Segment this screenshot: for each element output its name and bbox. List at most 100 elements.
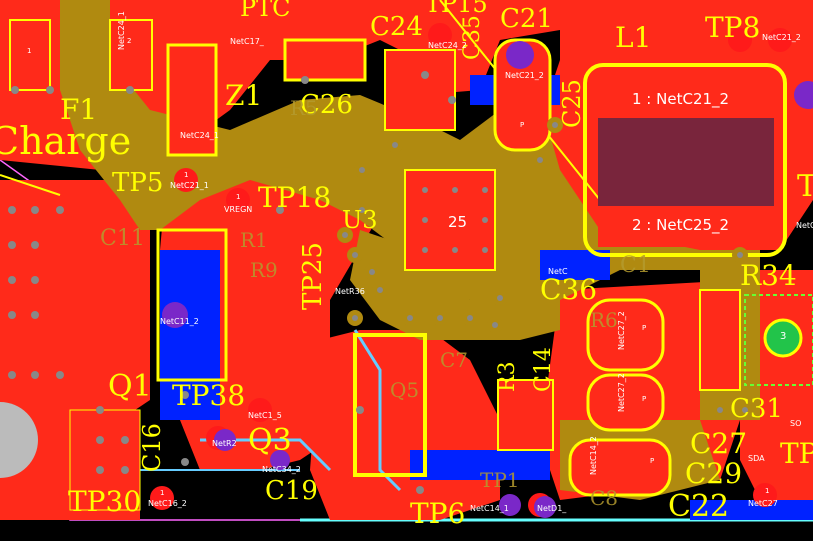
net-label-netd1: NetD1_ (537, 504, 567, 513)
net-label-netc24-1-left: NetC24_1 (117, 11, 126, 50)
designator-c14: C14 (531, 347, 556, 392)
polygon-pour-main (60, 0, 700, 310)
purple-via-dots (162, 41, 813, 518)
designator-tp6: TP6 (410, 497, 466, 530)
c27-cap-a (586, 298, 665, 372)
pad-c24-left (9, 19, 51, 91)
l1-outline (583, 63, 787, 257)
designator-l1: L1 (615, 21, 652, 54)
designator-tp25: TP25 (298, 242, 328, 310)
bottom-silk-3: Q5 (390, 378, 420, 402)
designator-charge: Charge (0, 119, 132, 163)
bottom-silk-10: TP1 (480, 468, 520, 492)
r34-body (699, 289, 741, 391)
pad-number-vregn: 1 (236, 193, 241, 201)
designator-q3: Q3 (248, 423, 292, 458)
bottom-silk-9: C8 (590, 486, 619, 510)
designator-r3: R3 (495, 361, 520, 392)
designator-z1: Z1 (225, 79, 263, 112)
green-test-pad (763, 318, 803, 358)
net-label-netc27-2-a: NetC27_2 (617, 311, 626, 350)
designator-c26: C26 (300, 90, 353, 120)
net-label-netc14-1: NetC14_1 (470, 504, 509, 513)
net-label-netc21-1: NetC21_1 (170, 181, 209, 190)
tp5-body (156, 228, 228, 382)
pad-number-c27-b: P (642, 395, 647, 403)
copper-region-left (0, 180, 150, 420)
designator-c36: C36 (540, 273, 598, 306)
copper-region-center-bottom (310, 330, 500, 520)
net-label-netr36: NetR36 (335, 287, 365, 296)
designator-q1: Q1 (108, 369, 152, 404)
c14-body (353, 333, 427, 477)
copper-region-top-middle (160, 0, 560, 150)
c21-body (493, 38, 552, 152)
net-label-netr2: NetR2 (212, 439, 237, 448)
net-label-netc24-1-z1: NetC24_1 (180, 131, 219, 140)
c35-body (384, 49, 456, 131)
green-region-outline (744, 294, 813, 386)
net-label-netc21-2-cap: NetC21_2 (505, 71, 544, 80)
bottom-silk-1: C11 (100, 226, 145, 251)
net-label-netc5: NetC5 (796, 221, 813, 230)
designator-f1: F1 (60, 93, 98, 126)
designator-c25: C25 (558, 79, 586, 128)
pad-number-c24-left: 1 (27, 47, 32, 55)
large-mount-pad (0, 402, 38, 478)
designator-c31: C31 (730, 394, 783, 424)
l1-core-hatch (598, 118, 774, 206)
bottom-silk-7: C1 (620, 253, 651, 278)
designator-c27: C27 (690, 427, 748, 460)
net-label-netc24-2: NetC24_2 (428, 41, 467, 50)
c26-body (283, 38, 367, 82)
designator-tp30: TP30 (68, 485, 142, 518)
bottom-silk-4: R5 (290, 96, 318, 120)
designator-tp15: TP15 (425, 0, 488, 18)
net-label-netc27-2-b: NetC27_2 (617, 373, 626, 412)
pad-c24-right (109, 19, 153, 91)
net-label-netc34-2: NetC34_2 (262, 465, 301, 474)
net-label-vregn: VREGN (224, 205, 253, 214)
c27-cap-b (586, 373, 665, 432)
pad-number-c35: P (520, 121, 525, 129)
designator-c35: C35 (460, 15, 485, 60)
net-label-netc16-2: NetC16_2 (148, 499, 187, 508)
net-label-netc17: NetC17_ (230, 37, 264, 46)
z1-body (166, 43, 218, 157)
bottom-silk-5: C7 (440, 348, 469, 372)
net-label-netc-right: NetC (548, 267, 568, 276)
designator-tp18: TP18 (258, 181, 332, 214)
net-label-so: SO (790, 419, 802, 428)
designator-r34: R34 (740, 259, 797, 292)
green-pad-number: 3 (780, 331, 787, 342)
designator-tp38: TP38 (172, 379, 246, 412)
net-label-netc11-2: NetC11_2 (160, 317, 199, 326)
bottom-copper-strip-2 (160, 250, 220, 420)
designator-ptc: PTC (240, 0, 291, 22)
designator-u3: U3 (342, 206, 378, 234)
net-label-sda: SDA (748, 454, 765, 463)
polygon-pour-lower (350, 230, 560, 340)
net-label-l1-pin1: 1 : NetC21_2 (632, 90, 730, 108)
net-label-netc21-2-top: NetC21_2 (762, 33, 801, 42)
r3-body (497, 379, 554, 451)
designator-t-edge: T (797, 169, 813, 204)
net-label-netc14-2: NetC14_2 (589, 436, 598, 475)
bottom-silk-8: R9 (250, 258, 278, 282)
silk-line-2 (0, 174, 61, 196)
q1-body (69, 409, 141, 511)
signal-trace-1 (353, 329, 402, 492)
bottom-copper-strip-3 (410, 450, 550, 480)
net-label-l1-pin2: 2 : NetC25_2 (632, 216, 730, 234)
designator-c29: C29 (685, 457, 743, 490)
pad-number-c24-right: 2 (127, 37, 132, 45)
pad-number-c22: P (650, 457, 655, 465)
net-label-netc27: NetC27 (748, 499, 778, 508)
via-holes (8, 71, 748, 494)
pad-number-c27-right: 1 (765, 487, 770, 495)
pad-number-c27-a: P (642, 324, 647, 332)
designator-c19: C19 (265, 476, 318, 506)
bottom-copper-strip-4 (690, 500, 813, 520)
